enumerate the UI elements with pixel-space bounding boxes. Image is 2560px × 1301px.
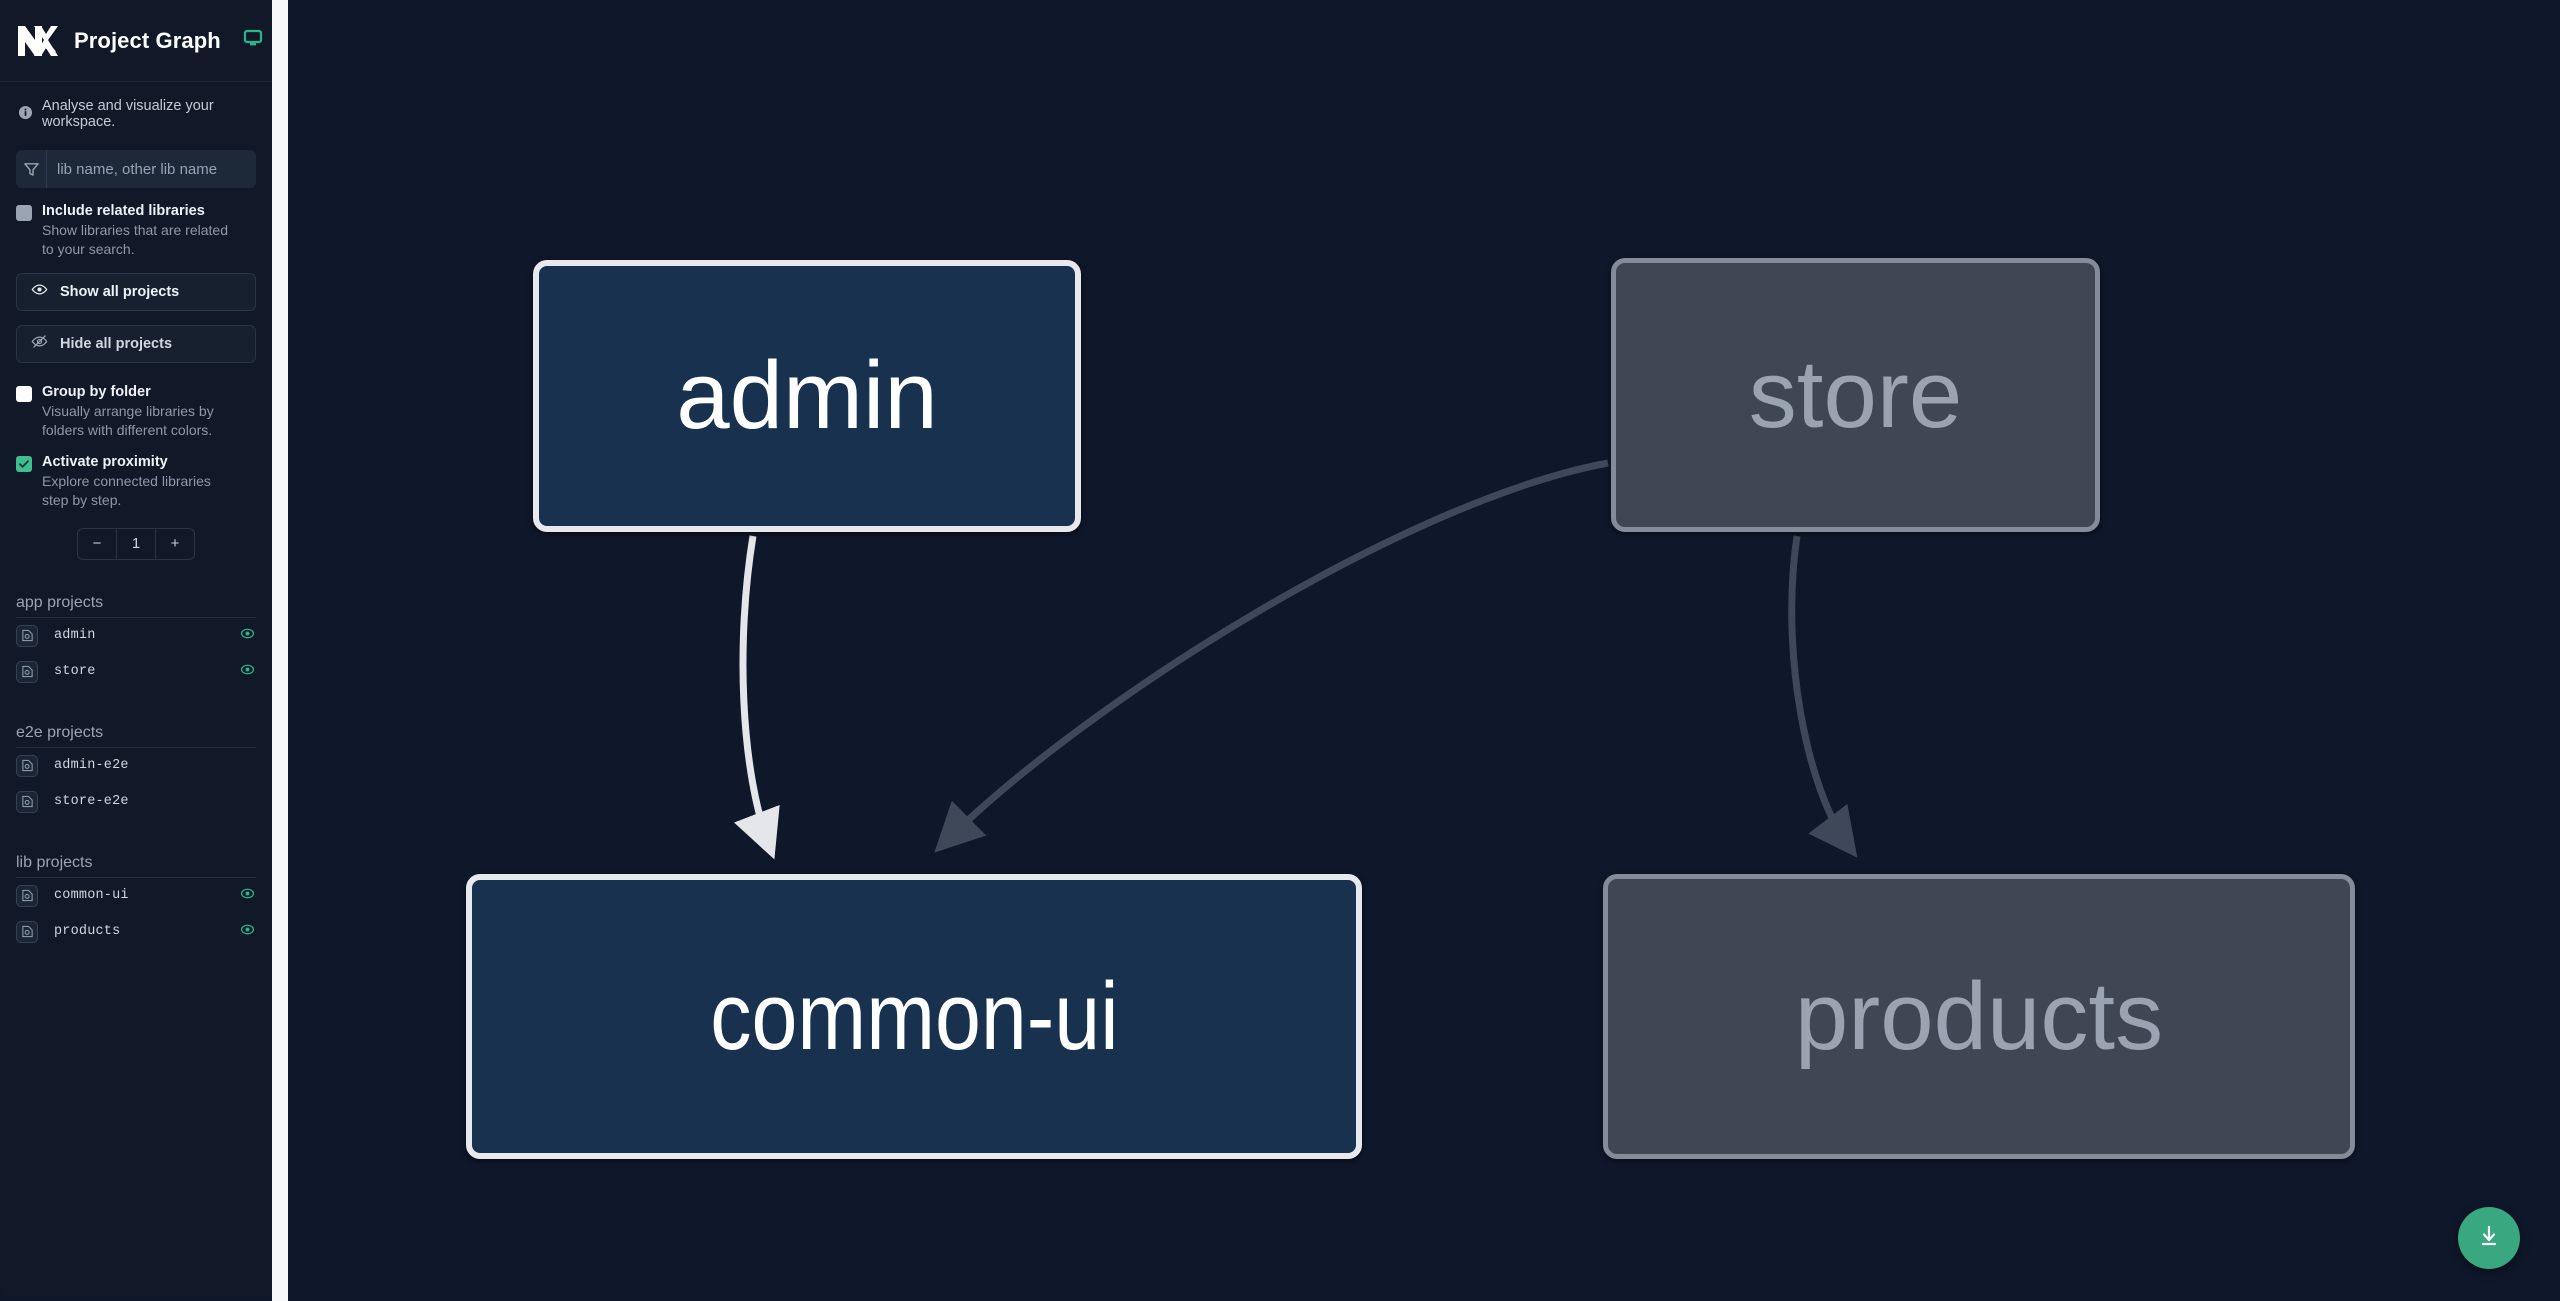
graph-node-label: store (1748, 341, 1963, 448)
eye-circle-icon[interactable] (239, 625, 256, 647)
search-input[interactable] (47, 150, 256, 188)
option-include-related-libraries[interactable]: Include related libraries Show libraries… (16, 202, 256, 259)
eye-circle-icon[interactable] (239, 885, 256, 907)
show-all-projects-label: Show all projects (60, 283, 180, 300)
project-name: store-e2e (54, 794, 129, 810)
option-group-by-folder[interactable]: Group by folder Visually arrange librari… (16, 383, 256, 440)
graph-edges (733, 459, 1858, 860)
nx-logo-icon (16, 23, 60, 59)
page-title: Project Graph (74, 27, 221, 53)
graph-node-label: common-ui (709, 962, 1119, 1070)
project-icon (16, 884, 38, 907)
proximity-stepper[interactable]: − 1 + (77, 527, 195, 560)
project-row-admin-e2e[interactable]: admin-e2e (0, 748, 272, 784)
eye-icon (31, 281, 48, 302)
project-icon (16, 754, 38, 777)
download-icon (2476, 1223, 2502, 1254)
graph-node-label: admin (676, 342, 938, 449)
project-name: products (54, 924, 121, 940)
section-title-lib-projects: lib projects (16, 853, 93, 871)
hide-all-projects-button[interactable]: Hide all projects (16, 324, 256, 363)
option-description: Show libraries that are related to your … (42, 222, 228, 258)
graph-node-label: products (1794, 962, 2164, 1070)
sidebar-tagline-text: Analyse and visualize your workspace. (42, 98, 214, 130)
project-name: store (54, 664, 96, 680)
eye-circle-icon[interactable] (239, 661, 256, 683)
project-icon (16, 920, 38, 943)
search-box[interactable] (16, 150, 256, 188)
proximity-increment-button[interactable]: + (170, 535, 180, 553)
proximity-decrement-button[interactable]: − (92, 535, 102, 553)
edge-store-to-products[interactable] (1788, 535, 1858, 858)
eye-circle-icon[interactable] (239, 921, 256, 943)
project-name: admin (54, 628, 96, 644)
project-icon (16, 790, 38, 813)
sidebar-scrollbar[interactable] (272, 0, 288, 1301)
edge-admin-to-common-ui[interactable] (733, 535, 780, 860)
project-row-common-ui[interactable]: common-ui (0, 878, 272, 914)
checkbox-group-by-folder[interactable] (16, 385, 32, 402)
hide-all-projects-label: Hide all projects (60, 335, 173, 352)
section-title-app-projects: app projects (16, 593, 104, 611)
checkbox-activate-proximity[interactable] (16, 455, 32, 472)
divider (16, 746, 256, 748)
info-icon (18, 105, 33, 124)
check-icon (19, 460, 29, 468)
download-graph-button[interactable] (2458, 1207, 2520, 1269)
sidebar: Project Graph Analyse and visualize your… (0, 0, 272, 1296)
graph-node-common-ui[interactable]: common-ui (466, 874, 1362, 1159)
graph-node-admin[interactable]: admin (533, 260, 1081, 532)
section-title-e2e-projects: e2e projects (16, 723, 104, 741)
project-row-products[interactable]: products (0, 914, 272, 950)
divider (16, 616, 256, 618)
project-icon (16, 660, 38, 683)
option-label: Group by folder (42, 383, 151, 400)
option-label: Include related libraries (42, 203, 205, 219)
proximity-value: 1 (116, 528, 156, 559)
option-description: Explore connected libraries step by step… (42, 472, 211, 508)
sidebar-header: Project Graph (0, 0, 272, 82)
monitor-icon[interactable] (243, 28, 263, 53)
show-all-projects-button[interactable]: Show all projects (16, 272, 256, 311)
option-label: Activate proximity (42, 453, 168, 470)
project-name: admin-e2e (54, 758, 129, 774)
checkbox-include-related-libraries[interactable] (16, 205, 32, 221)
option-activate-proximity[interactable]: Activate proximity Explore connected lib… (16, 453, 256, 510)
sidebar-tagline: Analyse and visualize your workspace. (0, 82, 272, 142)
eye-off-icon (31, 333, 48, 354)
graph-canvas[interactable]: admin store common-ui products (288, 0, 2560, 1301)
graph-node-store[interactable]: store (1611, 258, 2100, 532)
project-row-store[interactable]: store (0, 654, 272, 690)
edge-store-to-common-ui[interactable] (934, 459, 1609, 853)
project-icon (16, 624, 38, 647)
project-row-store-e2e[interactable]: store-e2e (0, 784, 272, 820)
graph-node-products[interactable]: products (1603, 874, 2355, 1159)
filter-icon (16, 150, 47, 188)
option-description: Visually arrange libraries by folders wi… (42, 403, 214, 438)
divider (16, 876, 256, 878)
project-name: common-ui (54, 888, 129, 904)
project-row-admin[interactable]: admin (0, 618, 272, 654)
